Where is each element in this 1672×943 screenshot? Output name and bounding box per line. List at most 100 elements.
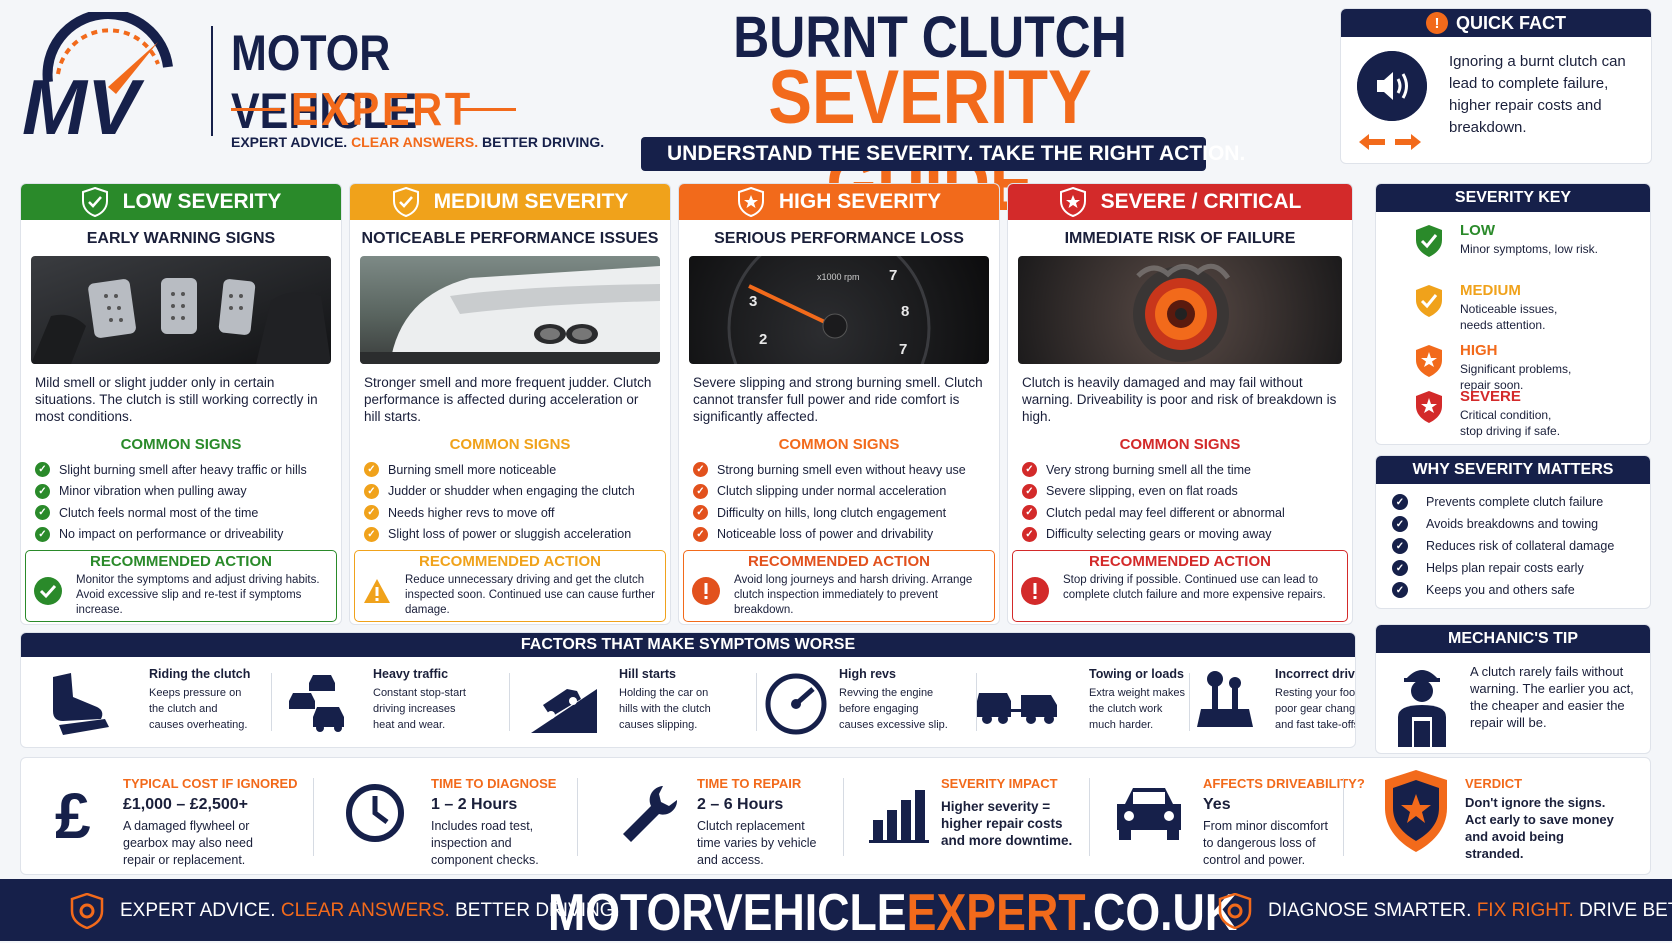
hill-car-icon [531, 689, 597, 733]
card-subtitle: SERIOUS PERFORMANCE LOSS [714, 230, 964, 247]
check-icon: ✓ [693, 462, 708, 478]
card-high: HIGH SEVERITY SERIOUS PERFORMANCE LOSS 3… [678, 183, 1000, 625]
check-icon: ✓ [1392, 560, 1408, 576]
stat-verdict: VERDICT Don't ignore the signs.Act early… [1385, 758, 1641, 876]
brand-tagline: EXPERT ADVICE. CLEAR ANSWERS. BETTER DRI… [231, 134, 605, 150]
star-shield-icon [1416, 345, 1442, 377]
speaker-icon [1357, 51, 1427, 121]
svg-text:3: 3 [749, 293, 757, 310]
logo-text: MV [22, 63, 145, 142]
alert-icon: ! [1426, 12, 1448, 34]
recommended-action: RECOMMENDED ACTION Avoid long journeys a… [683, 550, 995, 622]
severity-key-panel: SEVERITY KEY LOW Minor symptoms, low ris… [1375, 183, 1651, 445]
card-medium: MEDIUM SEVERITY NOTICEABLE PERFORMANCE I… [349, 183, 671, 625]
clock-icon [346, 784, 404, 842]
card-header: MEDIUM SEVERITY [433, 190, 629, 213]
factors-heading: FACTORS THAT MAKE SYMPTOMS WORSE [21, 633, 1355, 657]
key-item-medium: MEDIUM Noticeable issues,needs attention… [1414, 282, 1644, 338]
list-item: ✓Noticeable loss of power and drivabilit… [693, 524, 999, 546]
stat-severity-impact: SEVERITY IMPACT Higher severity =higher … [869, 758, 1099, 876]
stat-driveability: AFFECTS DRIVEABILITY? Yes From minor dis… [1111, 758, 1371, 876]
check-icon: ✓ [364, 505, 379, 521]
card-low: LOW SEVERITY EARLY WARNING SIGNS Mild sm… [20, 183, 342, 625]
list-item: ✓Avoids breakdowns and towing [1392, 516, 1598, 532]
card-header: LOW SEVERITY [122, 190, 282, 213]
why-severity-panel: WHY SEVERITY MATTERS ✓Prevents complete … [1375, 455, 1651, 609]
exclamation-circle-icon [692, 577, 720, 605]
check-icon: ✓ [364, 526, 379, 542]
svg-text:£: £ [55, 780, 91, 846]
card-header: HIGH SEVERITY [778, 190, 942, 213]
svg-text:2: 2 [759, 331, 767, 348]
gear-shield-icon [70, 893, 104, 929]
foot-pedal-icon [53, 673, 109, 735]
check-icon: ✓ [693, 505, 708, 521]
list-item: ✓Difficulty on hills, long clutch engage… [693, 502, 999, 524]
check-icon: ✓ [1392, 538, 1408, 554]
subtitle-text: UNDERSTAND THE SEVERITY. TAKE THE RIGHT … [667, 142, 1246, 165]
star-shield-icon [1416, 391, 1442, 423]
signs-list: ✓Strong burning smell even without heavy… [693, 459, 999, 545]
quick-fact-text: Ignoring a burnt clutch can lead to comp… [1449, 53, 1626, 136]
check-icon: ✓ [35, 462, 50, 478]
check-icon: ✓ [1392, 516, 1408, 532]
list-item: ✓Slight loss of power or sluggish accele… [364, 524, 670, 546]
gauge-icon [765, 673, 827, 735]
svg-text:8: 8 [901, 303, 909, 320]
card-subtitle: NOTICEABLE PERFORMANCE ISSUES [361, 230, 659, 247]
mv-logo-icon: MV [22, 12, 173, 142]
burning-clutch-image [1018, 256, 1342, 364]
recommended-action: RECOMMENDED ACTION Monitor the symptoms … [25, 550, 337, 622]
signs-list: ✓Very strong burning smell all the time … [1022, 459, 1352, 545]
signs-heading: COMMON SIGNS [778, 436, 900, 453]
recommended-action: RECOMMENDED ACTION Stop driving if possi… [1012, 550, 1348, 622]
brand-name-line2: EXPERT [291, 83, 473, 135]
list-item: ✓Very strong burning smell all the time [1022, 459, 1352, 481]
list-item: ✓Difficulty selecting gears or moving aw… [1022, 524, 1352, 546]
stat-time-to-diagnose: TIME TO DIAGNOSE 1 – 2 Hours Includes ro… [345, 758, 595, 876]
check-icon: ✓ [35, 505, 50, 521]
list-item: ✓No impact on performance or driveabilit… [35, 524, 341, 546]
traffic-cars-icon [289, 675, 344, 732]
brand-name-line1: MOTOR VEHICLE [231, 25, 418, 139]
signs-list: ✓Burning smell more noticeable ✓Judder o… [364, 459, 670, 545]
list-item: ✓Minor vibration when pulling away [35, 481, 341, 503]
car-front-icon [1117, 788, 1181, 840]
list-item: ✓Judder or shudder when engaging the clu… [364, 481, 670, 503]
list-item: ✓Clutch feels normal most of the time [35, 502, 341, 524]
card-description: Mild smell or slight judder only in cert… [35, 375, 318, 424]
list-item: ✓Strong burning smell even without heavy… [693, 459, 999, 481]
check-shield-icon [81, 187, 108, 217]
gear-shield-icon [1218, 893, 1252, 929]
signs-heading: COMMON SIGNS [120, 436, 242, 453]
subtitle-bar: UNDERSTAND THE SEVERITY. TAKE THE RIGHT … [641, 137, 1245, 171]
mechanics-tip-panel: MECHANIC'S TIP A clutch rarely fails wit… [1375, 624, 1651, 754]
list-item: ✓Helps plan repair costs early [1392, 560, 1584, 576]
gear-stick-icon [1197, 671, 1253, 727]
pedals-image [31, 256, 331, 364]
footer-website-link[interactable]: MOTORVEHICLEEXPERT.CO.UK [548, 884, 1238, 942]
list-item: ✓Keeps you and others safe [1392, 582, 1575, 598]
check-icon: ✓ [364, 462, 379, 478]
stat-typical-cost: £ TYPICAL COST IF IGNORED £1,000 – £2,50… [51, 758, 311, 876]
quick-fact-heading: QUICK FACT [1456, 12, 1566, 33]
car-rear-image [360, 256, 660, 364]
signs-heading: COMMON SIGNS [1119, 436, 1241, 453]
exclamation-circle-icon [1021, 577, 1049, 605]
mechanic-icon [1398, 670, 1446, 747]
verdict-shield-icon [1385, 770, 1447, 852]
footer-tagline-right: DIAGNOSE SMARTER. FIX RIGHT. DRIVE BETTE… [1218, 893, 1672, 929]
list-item: ✓Burning smell more noticeable [364, 459, 670, 481]
brand-logo: MV MOTOR VEHICLE EXPERT EXPERT ADVICE. C… [18, 12, 604, 150]
list-item: ✓Needs higher revs to move off [364, 502, 670, 524]
signs-list: ✓Slight burning smell after heavy traffi… [35, 459, 341, 545]
card-subtitle: IMMEDIATE RISK OF FAILURE [1064, 230, 1296, 247]
severity-key-heading: SEVERITY KEY [1376, 184, 1650, 212]
check-shield-icon [1416, 225, 1442, 257]
list-item: ✓Clutch slipping under normal accelerati… [693, 481, 999, 503]
